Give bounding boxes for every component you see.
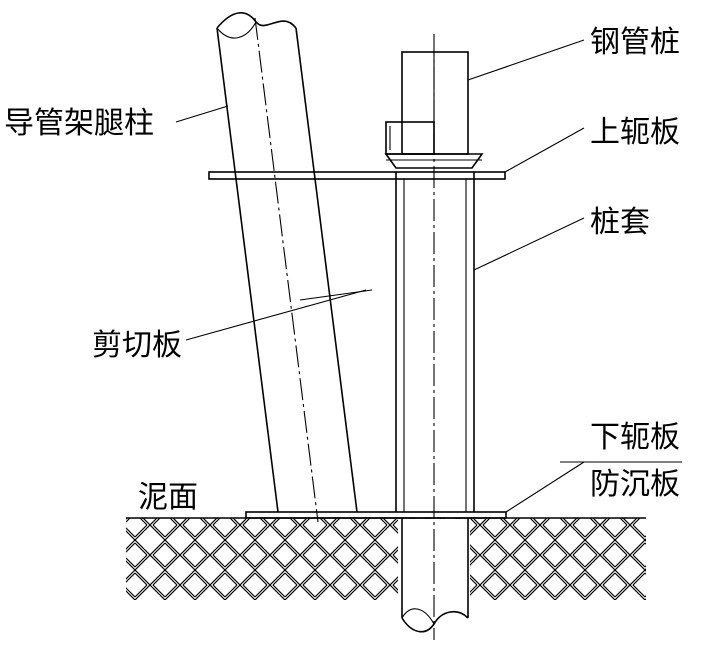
label-mudmat: 防沉板 <box>590 467 680 502</box>
upper-yoke-plate <box>208 171 506 180</box>
leader-lines <box>175 39 682 513</box>
label-mudline: 泥面 <box>138 480 198 515</box>
label-pile-sleeve: 桩套 <box>590 205 650 240</box>
soil-hatch <box>126 518 646 629</box>
lower-yoke-plate <box>245 511 507 519</box>
label-steel-pile: 钢管桩 <box>590 25 680 60</box>
jacket-leg <box>216 12 358 523</box>
label-shear-plate: 剪切板 <box>92 328 182 363</box>
label-lower-yoke-plate: 下轭板 <box>590 420 680 455</box>
pile-sleeve <box>395 172 475 512</box>
label-upper-yoke-plate: 上轭板 <box>590 115 680 150</box>
label-jacket-leg: 导管架腿柱 <box>4 106 154 141</box>
